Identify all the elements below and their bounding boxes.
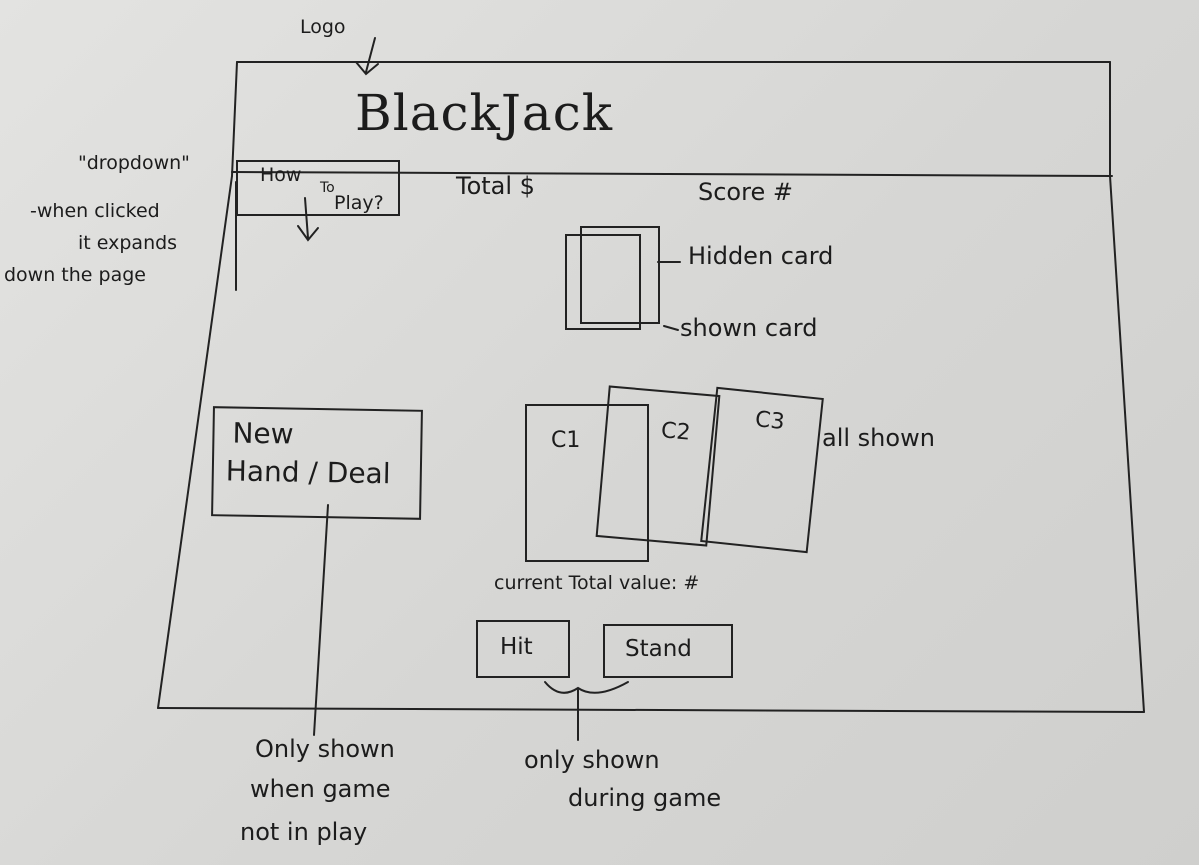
new-hand-deal-button[interactable]: New Hand / Deal: [211, 406, 423, 520]
dropdown-note-line-2: it expands: [78, 232, 178, 254]
how-to-play-label-3: Play?: [334, 192, 384, 214]
frame-right-line: [1109, 175, 1145, 713]
new-hand-note-line-2: when game: [250, 775, 391, 803]
hit-button[interactable]: Hit: [476, 620, 570, 678]
hidden-card-annotation: Hidden card: [688, 242, 834, 270]
all-shown-annotation: all shown: [822, 424, 935, 452]
hit-button-label: Hit: [500, 634, 533, 660]
hit-stand-note-line-1: only shown: [524, 746, 660, 774]
total-money-label: Total $: [456, 172, 535, 200]
how-to-play-label-1: How: [260, 164, 302, 186]
stand-button-label: Stand: [625, 636, 692, 662]
new-hand-note-line-3: not in play: [240, 818, 368, 846]
dropdown-arrow: [297, 197, 319, 242]
header-divider-line: [231, 171, 1113, 177]
dropdown-note-line-3: down the page: [4, 264, 146, 286]
app-logo-title: BlackJack: [355, 84, 613, 142]
how-to-play-label-2: To: [320, 180, 335, 196]
hit-stand-brace: [544, 681, 629, 694]
logo-arrow: [355, 37, 379, 76]
stand-button[interactable]: Stand: [603, 624, 733, 678]
player-card-3-label: C3: [753, 407, 786, 436]
dropdown-annotation: "dropdown": [78, 152, 190, 174]
frame-left-line: [157, 175, 233, 709]
logo-annotation: Logo: [300, 16, 346, 38]
frame-left-upper-line: [231, 61, 238, 177]
dealer-shown-card: [565, 234, 641, 330]
new-hand-pointer: [313, 504, 329, 736]
shown-card-annotation: shown card: [680, 314, 818, 342]
hit-stand-note-line-2: during game: [568, 784, 722, 812]
new-hand-label-2: Hand / Deal: [225, 454, 391, 491]
how-to-play-dropdown[interactable]: How To Play?: [236, 160, 400, 216]
new-hand-note-line-1: Only shown: [255, 735, 395, 763]
player-card-2-label: C2: [660, 418, 692, 446]
dealer-hidden-card: [580, 226, 660, 324]
frame-bottom-line: [157, 707, 1145, 713]
score-label: Score #: [698, 178, 793, 206]
shown-card-pointer: [663, 325, 679, 331]
player-card-1: C1: [525, 404, 649, 562]
player-total-label: current Total value: #: [494, 572, 700, 594]
player-card-1-label: C1: [551, 428, 581, 453]
new-hand-label-1: New: [232, 416, 294, 451]
dropdown-note-line-1: -when clicked: [30, 200, 160, 222]
